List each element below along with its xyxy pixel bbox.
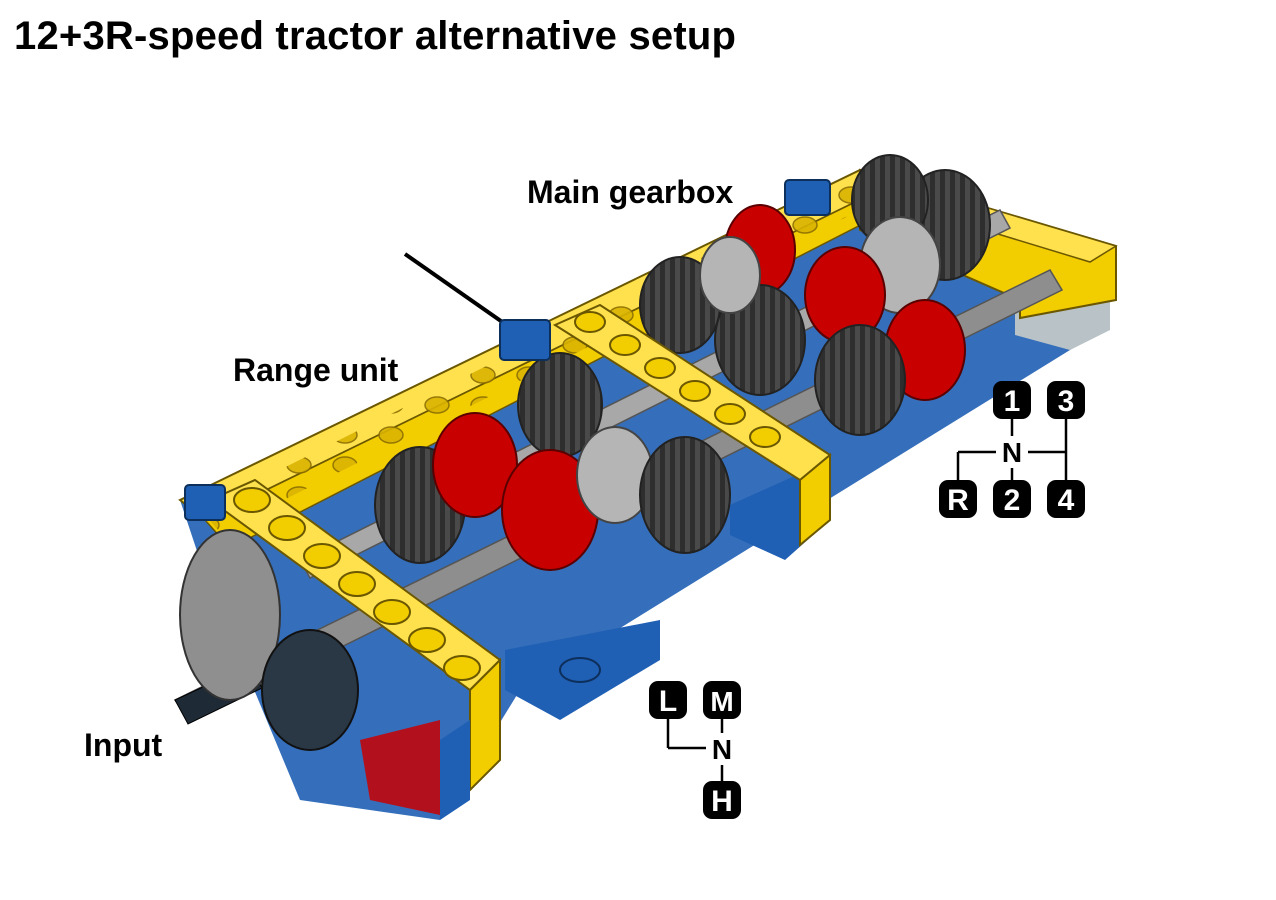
- label-range-unit: Range unit: [233, 352, 399, 388]
- main-shift-pattern: 1 3 N R 2 4: [939, 381, 1085, 518]
- gear-key-4: 4: [1058, 484, 1075, 517]
- label-main-gearbox: Main gearbox: [527, 174, 734, 210]
- gear-set: [179, 154, 991, 751]
- page-title: 12+3R-speed tractor alternative setup: [14, 14, 737, 58]
- range-key-h: H: [711, 785, 733, 818]
- gear-key-r: R: [947, 484, 969, 517]
- range-key-n: N: [712, 734, 732, 765]
- range-key-m: M: [710, 686, 733, 717]
- range-key-l: L: [659, 685, 677, 718]
- gear-key-1: 1: [1004, 385, 1021, 418]
- blue-blocks: [184, 179, 831, 683]
- gear-key-3: 3: [1058, 385, 1075, 418]
- leader-line: [403, 252, 510, 328]
- gear-key-2: 2: [1004, 484, 1021, 517]
- range-frame-front: [208, 478, 502, 820]
- middle-cross-beam: [552, 303, 832, 548]
- gear-key-n: N: [1002, 437, 1022, 468]
- range-shift-pattern: L M N H: [649, 681, 741, 819]
- label-input: Input: [84, 727, 163, 763]
